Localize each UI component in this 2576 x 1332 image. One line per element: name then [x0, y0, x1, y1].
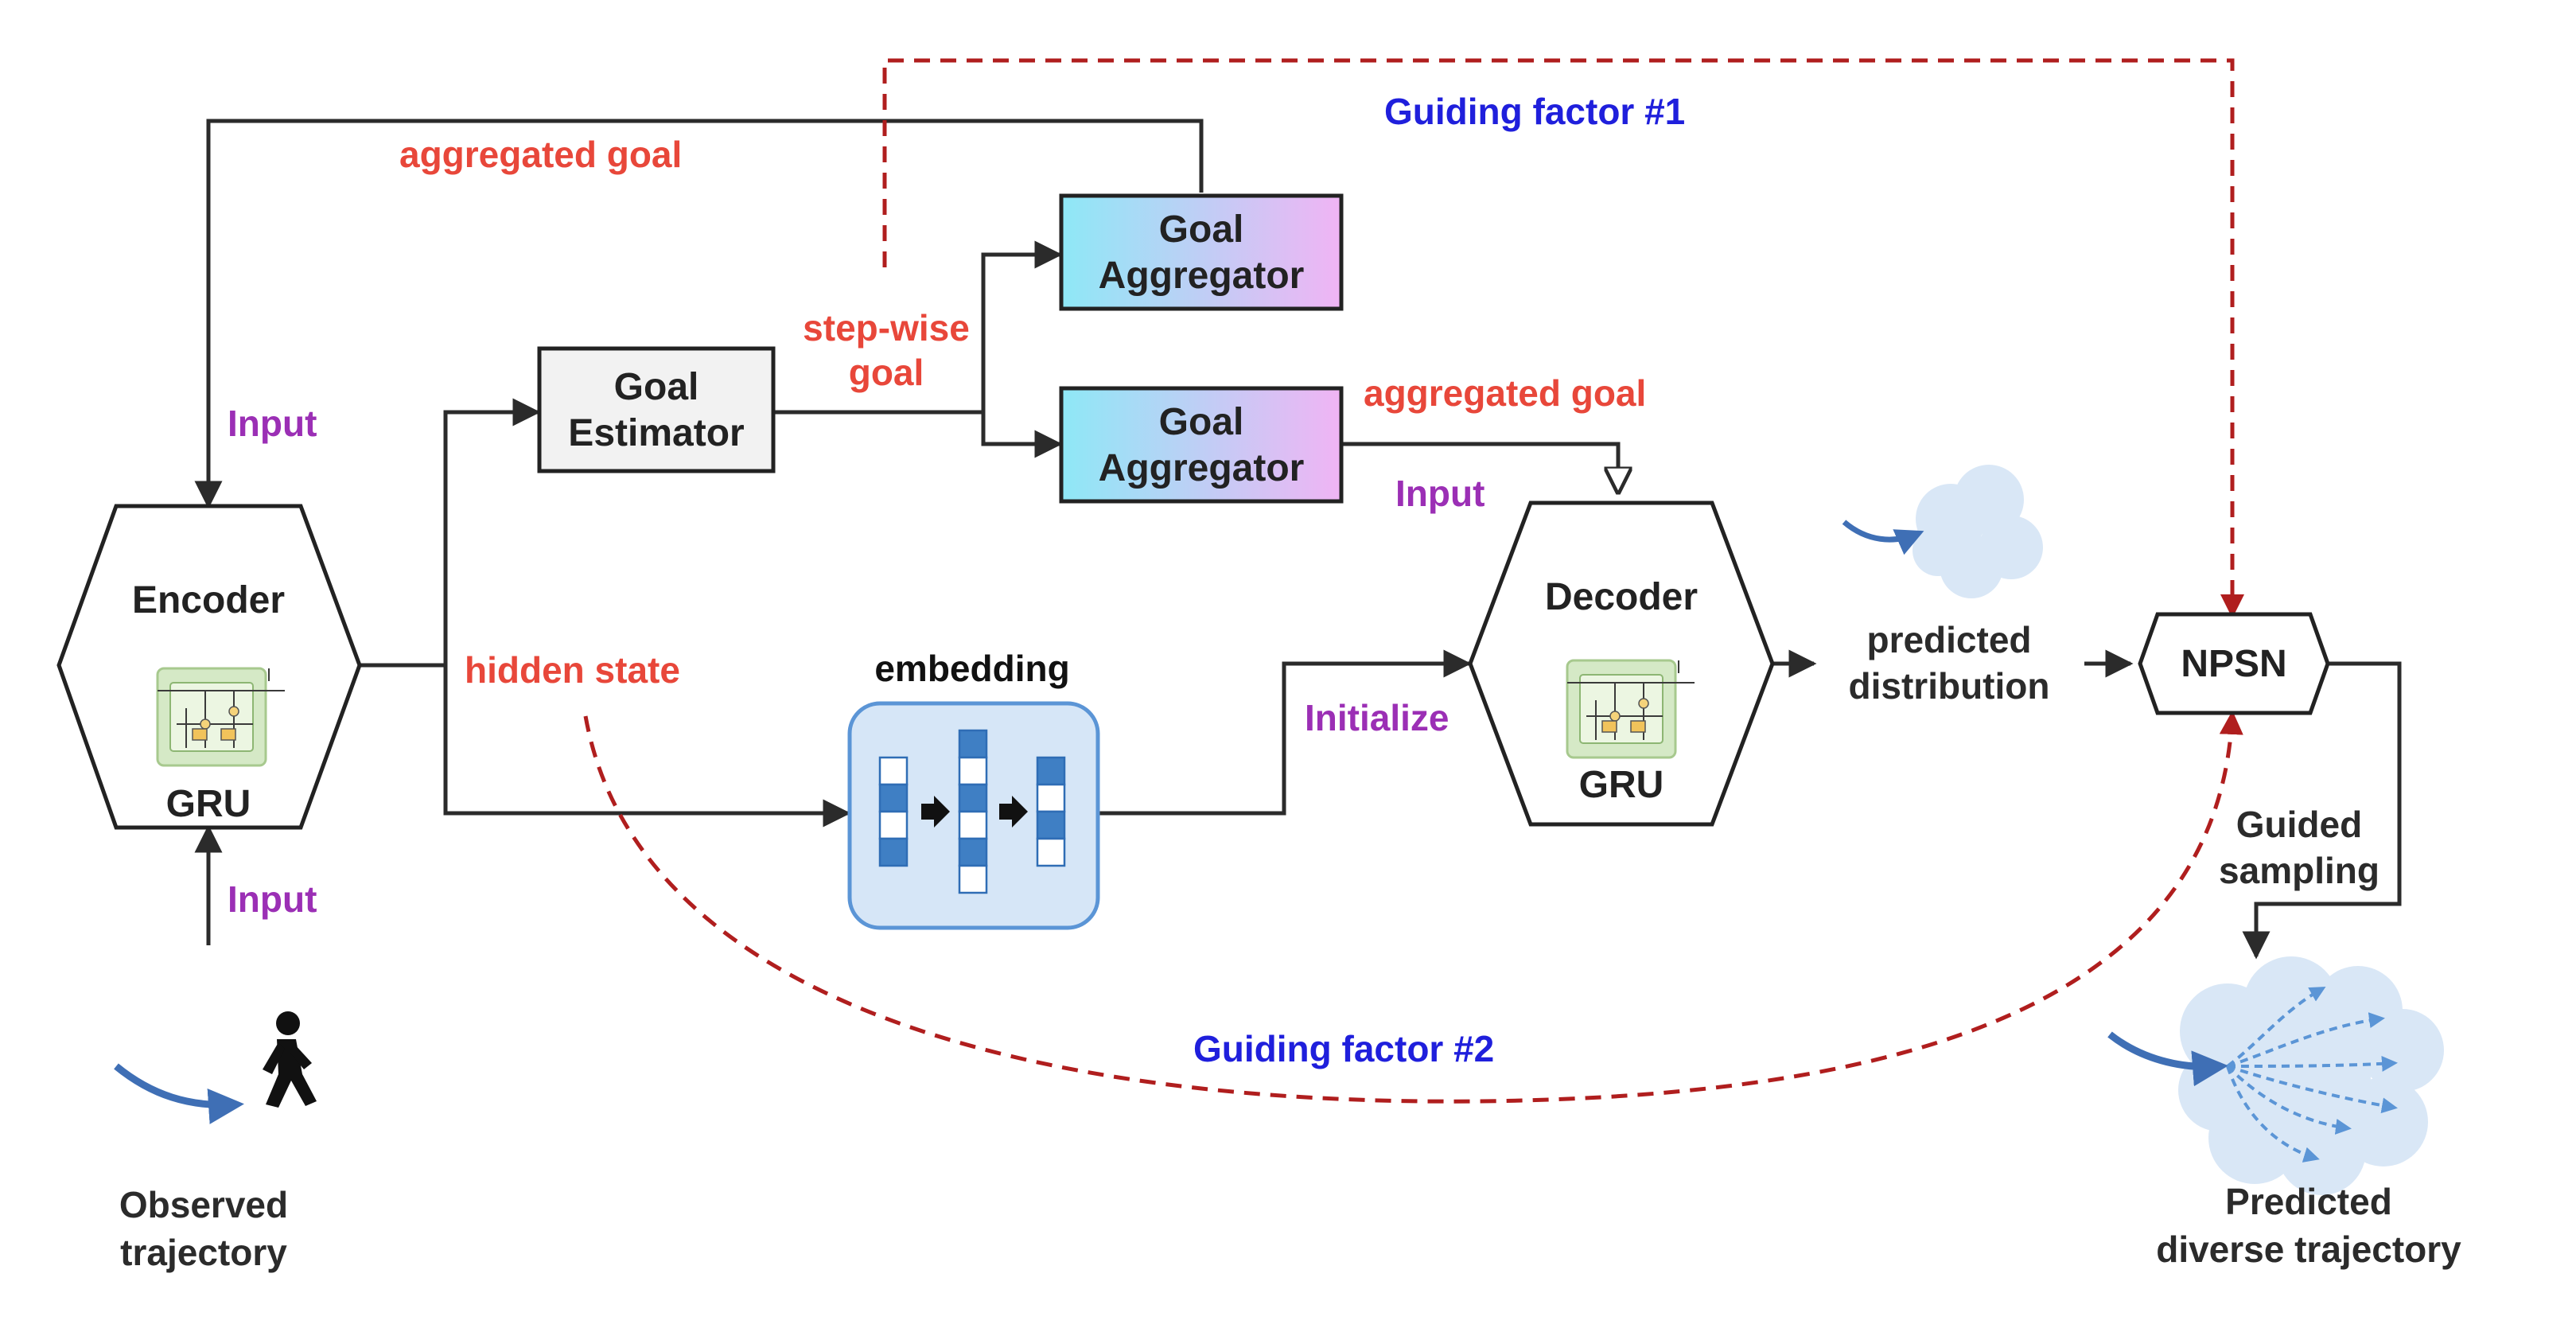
goal-aggregator-bottom-line1: Goal — [1159, 401, 1244, 443]
guiding-factor-2-label: Guiding factor #2 — [1193, 1028, 1494, 1069]
encoder-block: Encoder GRU — [56, 504, 362, 830]
guided-sampling-label-line1: Guided — [2236, 804, 2362, 845]
embedding-block: embedding — [847, 648, 1100, 930]
predicted-paths-icon — [2226, 987, 2398, 1163]
aggregated-goal-top-label: aggregated goal — [399, 134, 682, 175]
embedding-vector-right — [1036, 756, 1066, 867]
goal-aggregator-bottom-line2: Aggregator — [1099, 447, 1305, 489]
goal-aggregator-top-line1: Goal — [1159, 208, 1244, 251]
npsn-hexagon — [2138, 612, 2330, 715]
goal-estimator-line1: Goal — [614, 366, 699, 408]
encoder-gru-label: GRU — [166, 783, 251, 825]
observed-trajectory-icon — [114, 1011, 317, 1124]
predicted-diverse-label-line2: diverse trajectory — [2156, 1229, 2461, 1270]
decoder-gru-label: GRU — [1579, 764, 1664, 806]
aggregated-goal-right-label: aggregated goal — [1364, 372, 1646, 414]
labels: aggregated goal aggregated goal step-wis… — [119, 91, 2461, 1273]
input-decoder-label: Input — [1395, 473, 1485, 514]
trajectory-curve-icon — [1842, 520, 1924, 555]
pedestrian-icon — [263, 1011, 317, 1108]
predicted-diverse-trajectory-icon — [2107, 956, 2444, 1195]
observed-trajectory-label-line2: trajectory — [120, 1232, 287, 1273]
observed-curve-icon — [114, 1063, 244, 1124]
predicted-distribution-label-line1: predicted — [1866, 619, 2031, 660]
guiding-factor-2-dashed-arrow — [583, 711, 2243, 1104]
encoder-hexagon — [56, 504, 362, 830]
to-embedding-arrow — [443, 665, 851, 828]
npsn-label: NPSN — [2181, 643, 2286, 685]
step-wise-goal-label-line1: step-wise — [803, 307, 970, 349]
embedding-vector-middle — [958, 729, 988, 894]
hidden-state-label: hidden state — [465, 649, 680, 691]
guiding-factor-1-label: Guiding factor #1 — [1384, 91, 1685, 132]
input-encoder-bottom-label: Input — [228, 878, 317, 920]
gru-cell-icon — [156, 667, 285, 767]
embedding-arrow-icon — [921, 796, 950, 828]
encoder-title: Encoder — [132, 579, 285, 621]
goal-aggregator-bottom-box: Goal Aggregator — [1059, 386, 1344, 504]
guided-sampling-arrow — [2242, 661, 2402, 960]
initialize-label: Initialize — [1305, 697, 1449, 738]
guided-sampling-label-line2: sampling — [2219, 850, 2379, 891]
decoder-block: Decoder GRU — [1468, 500, 1775, 827]
npsn-block: NPSN — [2138, 612, 2330, 715]
goal-estimator-line2: Estimator — [568, 412, 744, 454]
predicted-distribution-label-line2: distribution — [1849, 665, 2050, 707]
aggregated-goal-to-decoder-arrow — [1343, 442, 1618, 492]
observed-curve-icon — [2107, 1031, 2228, 1087]
goal-aggregator-top-box: Goal Aggregator — [1059, 193, 1344, 311]
to-bottom-aggregator-arrow — [981, 412, 1063, 458]
observed-trajectory-label-line1: Observed — [119, 1184, 288, 1225]
gru-cell-icon — [1566, 659, 1695, 759]
goal-aggregator-top-line2: Aggregator — [1099, 255, 1305, 297]
embedding-arrow-icon — [999, 796, 1028, 828]
initialize-arrow — [1099, 649, 1472, 816]
connectors — [194, 58, 2402, 1104]
to-top-aggregator-arrow — [981, 240, 1063, 412]
embedding-vector-left — [878, 756, 909, 867]
guiding-factor-1-dashed-arrow — [882, 58, 2244, 618]
step-wise-goal-label-line2: goal — [849, 352, 924, 393]
predicted-diverse-label-line1: Predicted — [2225, 1181, 2392, 1222]
predicted-distribution-cloud-icon — [1842, 465, 2043, 598]
goal-estimator-box: Goal Estimator — [537, 346, 776, 473]
aggregated-goal-feedback-arrow — [194, 119, 1204, 509]
decoder-title: Decoder — [1545, 576, 1698, 618]
embedding-label: embedding — [874, 648, 1069, 689]
to-goal-estimator-arrow — [443, 398, 541, 665]
input-encoder-top-label: Input — [228, 403, 317, 444]
